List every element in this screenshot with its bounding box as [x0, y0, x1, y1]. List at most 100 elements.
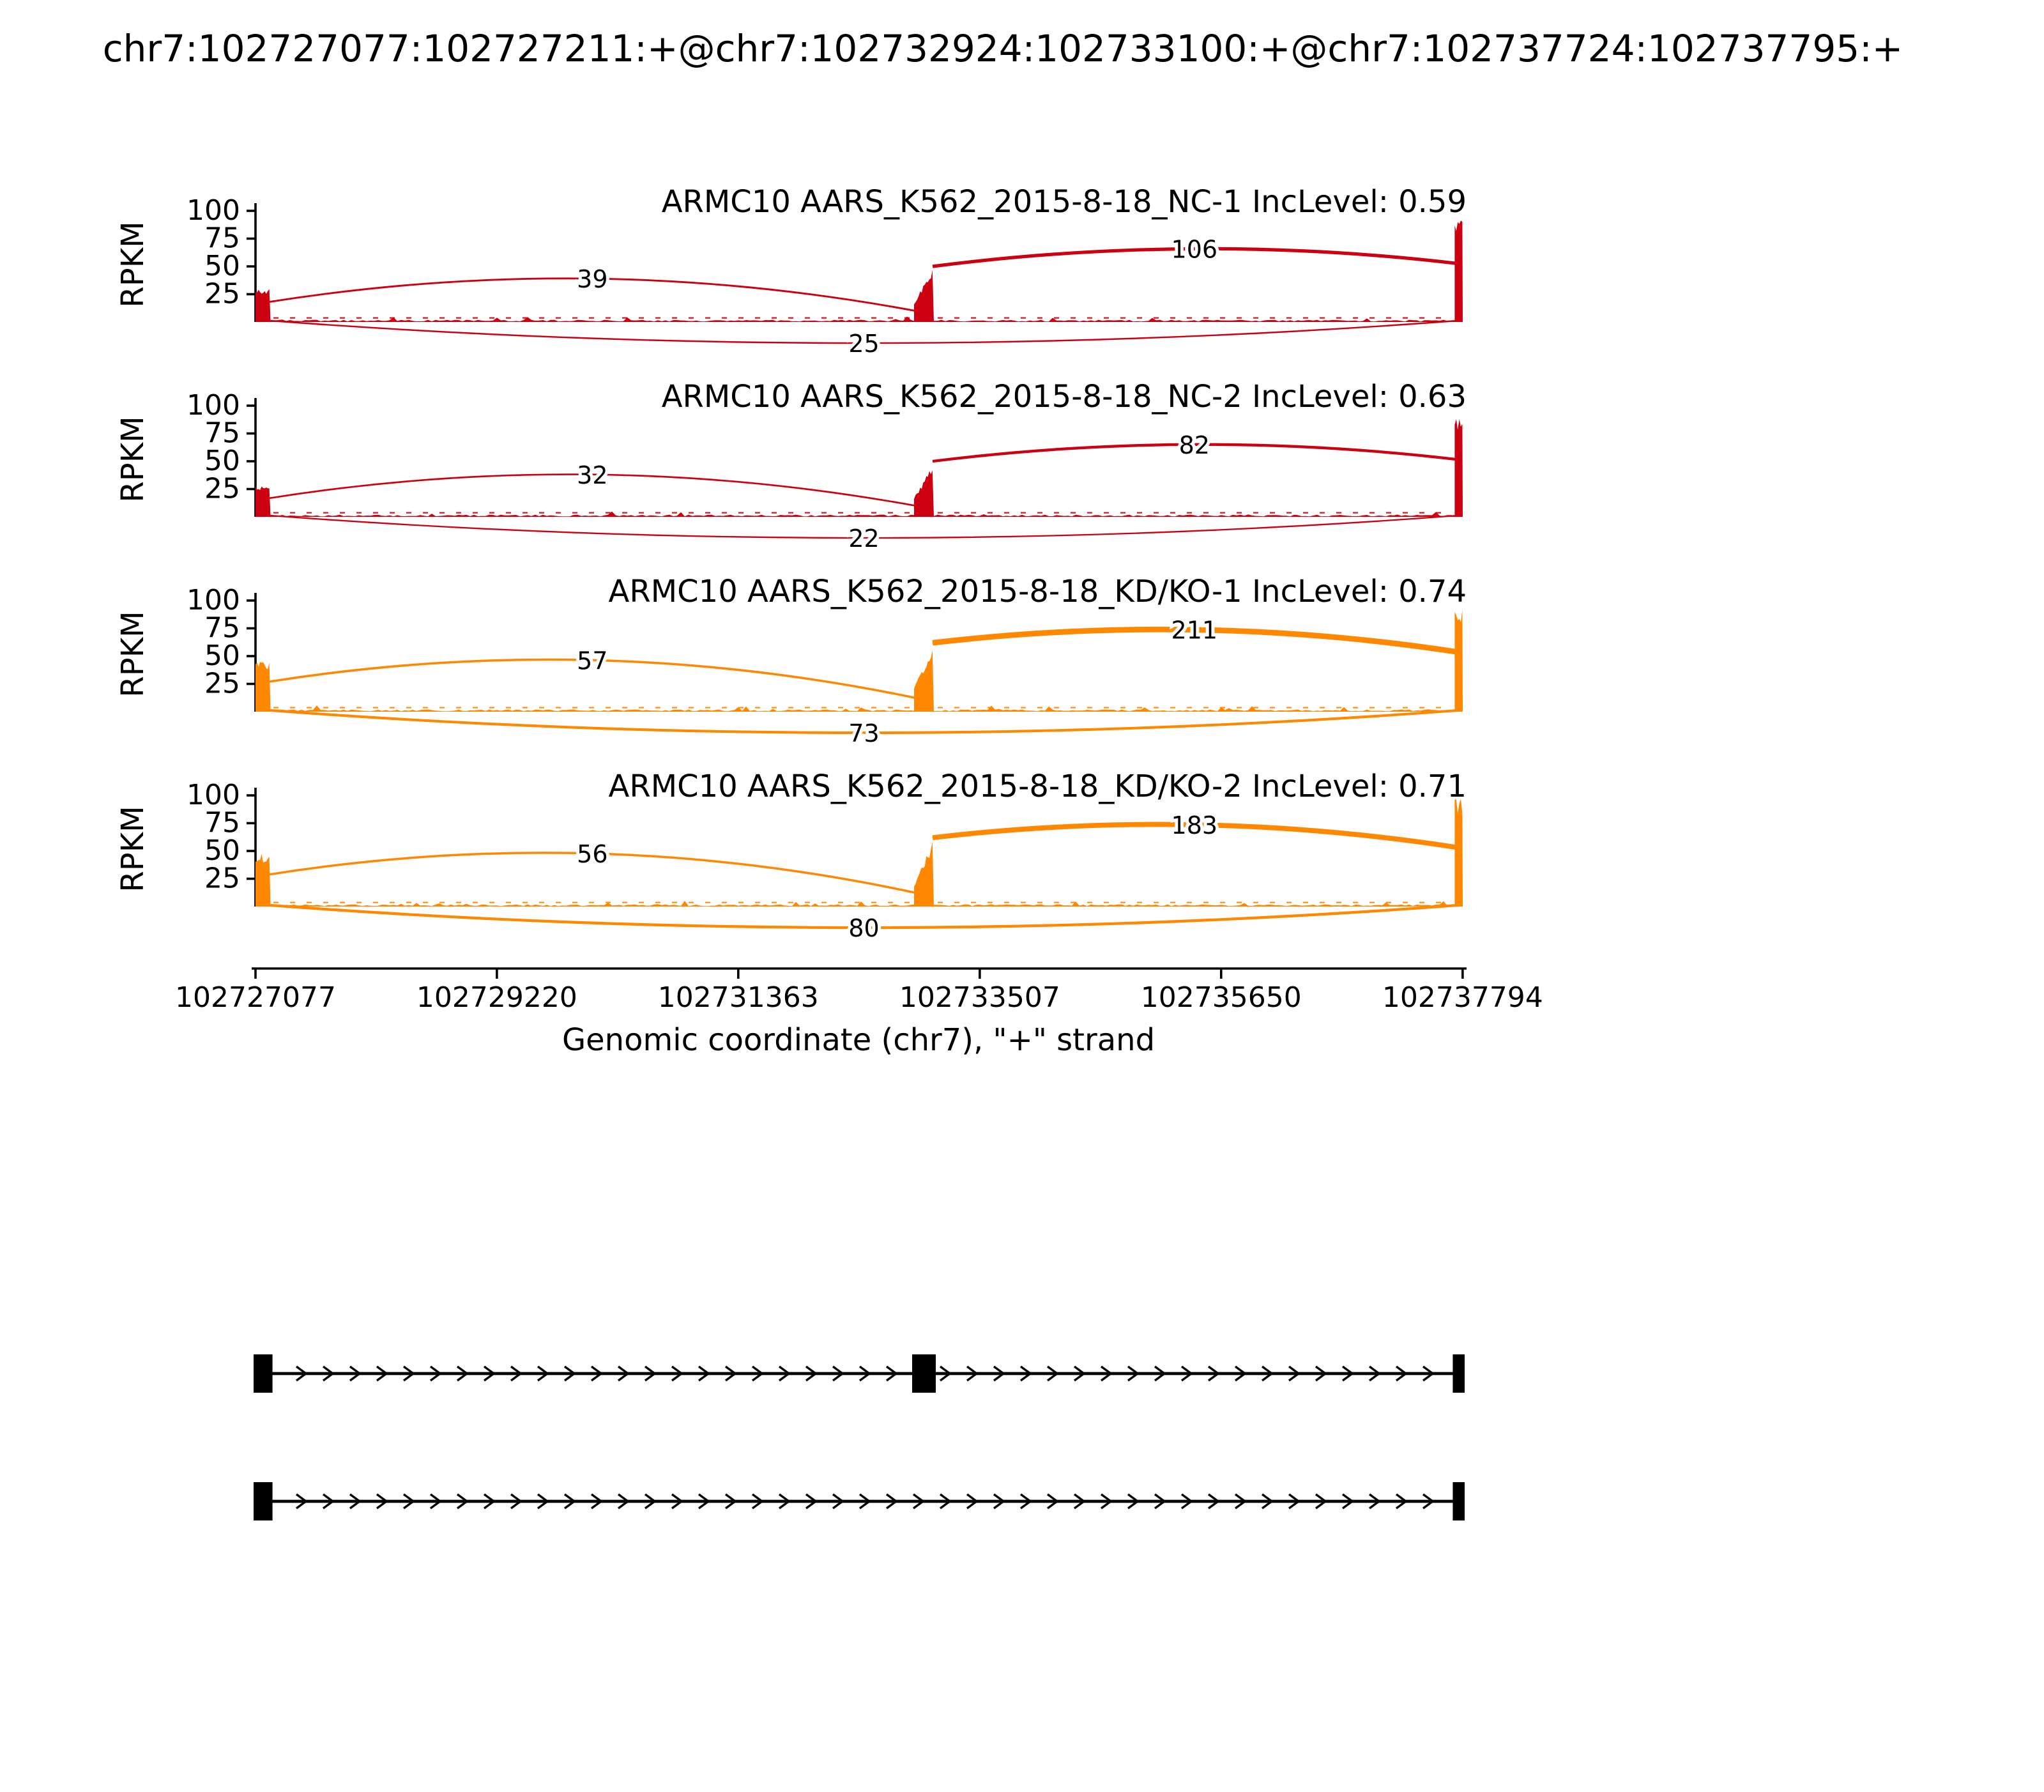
- exon-box: [1453, 1482, 1465, 1520]
- strand-arrow-icon: [563, 1493, 576, 1510]
- strand-arrow-icon: [751, 1365, 764, 1382]
- plot-title: chr7:102727077:102727211:+@chr7:10273292…: [103, 27, 1903, 70]
- x-tick-label: 102731363: [658, 981, 819, 1014]
- track-label: ARMC10 AARS_K562_2015-8-18_NC-2 IncLevel…: [662, 379, 1467, 415]
- coverage-noise-area: [256, 316, 1463, 322]
- junction-count-label: 183: [1171, 811, 1218, 839]
- strand-arrow-icon: [1315, 1365, 1327, 1382]
- y-tick-label: 100: [187, 194, 240, 227]
- exon-coverage-area: [256, 854, 271, 907]
- strand-arrow-icon: [724, 1493, 737, 1510]
- strand-arrow-icon: [1046, 1493, 1059, 1510]
- strand-arrow-icon: [805, 1365, 818, 1382]
- strand-arrow-icon: [537, 1493, 549, 1510]
- exon-coverage-area: [256, 289, 271, 322]
- strand-arrow-icon: [698, 1365, 710, 1382]
- strand-arrow-icon: [912, 1493, 925, 1510]
- x-tick-label: 102727077: [175, 981, 336, 1014]
- strand-arrow-icon: [429, 1493, 442, 1510]
- exon-coverage-area: [914, 470, 934, 517]
- coverage-noise-area: [256, 511, 1463, 517]
- strand-arrow-icon: [483, 1365, 496, 1382]
- x-axis-label: Genomic coordinate (chr7), "+" strand: [562, 1022, 1155, 1058]
- junction-count-label: 32: [577, 461, 607, 489]
- skipping-isoform: [254, 1482, 1465, 1520]
- strand-arrow-icon: [1341, 1493, 1354, 1510]
- strand-arrow-icon: [349, 1365, 362, 1382]
- strand-arrow-icon: [724, 1365, 737, 1382]
- strand-arrow-icon: [805, 1493, 818, 1510]
- strand-arrow-icon: [1019, 1365, 1032, 1382]
- strand-arrow-icon: [376, 1365, 388, 1382]
- y-tick-label: 100: [187, 584, 240, 616]
- strand-arrow-icon: [1180, 1365, 1193, 1382]
- junction-arc: [932, 247, 1456, 268]
- y-tick-label: 100: [187, 389, 240, 422]
- exon-coverage-area: [1454, 610, 1463, 712]
- y-tick-label: 25: [204, 862, 240, 895]
- junction-arc: [932, 822, 1456, 850]
- strand-arrow-icon: [1234, 1365, 1247, 1382]
- rpkm-axis-label: RPKM: [115, 221, 151, 307]
- strand-arrow-icon: [939, 1365, 952, 1382]
- junction-arc: [270, 903, 1458, 930]
- y-tick-label: 75: [204, 417, 240, 450]
- strand-arrow-icon: [617, 1493, 630, 1510]
- coverage-noise-area: [256, 901, 1463, 907]
- exon-box: [1453, 1354, 1465, 1393]
- strand-arrow-icon: [456, 1493, 469, 1510]
- strand-arrow-icon: [510, 1365, 522, 1382]
- strand-arrow-icon: [1395, 1493, 1408, 1510]
- strand-arrow-icon: [939, 1493, 952, 1510]
- strand-arrow-icon: [537, 1365, 549, 1382]
- strand-arrow-icon: [1207, 1493, 1220, 1510]
- junction-arc: [270, 319, 1458, 344]
- strand-arrow-icon: [1341, 1365, 1354, 1382]
- strand-arrow-icon: [295, 1365, 308, 1382]
- junction-count-label: 56: [577, 840, 607, 868]
- strand-arrow-icon: [1073, 1493, 1086, 1510]
- junction-count-label: 39: [577, 265, 607, 293]
- exon-box: [254, 1482, 273, 1520]
- strand-arrow-icon: [1100, 1493, 1113, 1510]
- transcript-structures: [254, 1354, 1465, 1520]
- strand-arrow-icon: [402, 1365, 415, 1382]
- strand-arrow-icon: [1100, 1365, 1113, 1382]
- strand-arrow-icon: [590, 1493, 603, 1510]
- strand-arrow-icon: [1288, 1493, 1300, 1510]
- junction-arc: [932, 443, 1456, 463]
- junction-arc: [269, 852, 916, 894]
- strand-arrow-icon: [322, 1493, 335, 1510]
- strand-arrow-icon: [429, 1365, 442, 1382]
- strand-arrow-icon: [1046, 1365, 1059, 1382]
- strand-arrow-icon: [966, 1493, 979, 1510]
- junction-count-label: 80: [848, 914, 879, 942]
- strand-arrow-icon: [671, 1365, 683, 1382]
- strand-arrow-icon: [1261, 1365, 1274, 1382]
- junction-count-label: 22: [848, 525, 879, 553]
- junction-count-label: 73: [848, 719, 879, 747]
- junction-arc: [270, 514, 1458, 539]
- strand-arrow-icon: [778, 1365, 791, 1382]
- junction-count-label: 57: [577, 647, 607, 675]
- exon-coverage-area: [1454, 419, 1463, 517]
- strand-arrow-icon: [1261, 1493, 1274, 1510]
- strand-arrow-icon: [858, 1365, 871, 1382]
- junction-arc: [269, 473, 916, 507]
- exon-coverage-area: [256, 662, 271, 712]
- strand-arrow-icon: [778, 1493, 791, 1510]
- strand-arrow-icon: [858, 1493, 871, 1510]
- strand-arrow-icon: [1073, 1365, 1086, 1382]
- strand-arrow-icon: [1180, 1493, 1193, 1510]
- strand-arrow-icon: [1288, 1365, 1300, 1382]
- strand-arrow-icon: [1422, 1365, 1435, 1382]
- junction-arc: [932, 626, 1457, 655]
- exon-coverage-area: [256, 486, 271, 517]
- coverage-noise-area: [256, 705, 1463, 712]
- strand-arrow-icon: [483, 1493, 496, 1510]
